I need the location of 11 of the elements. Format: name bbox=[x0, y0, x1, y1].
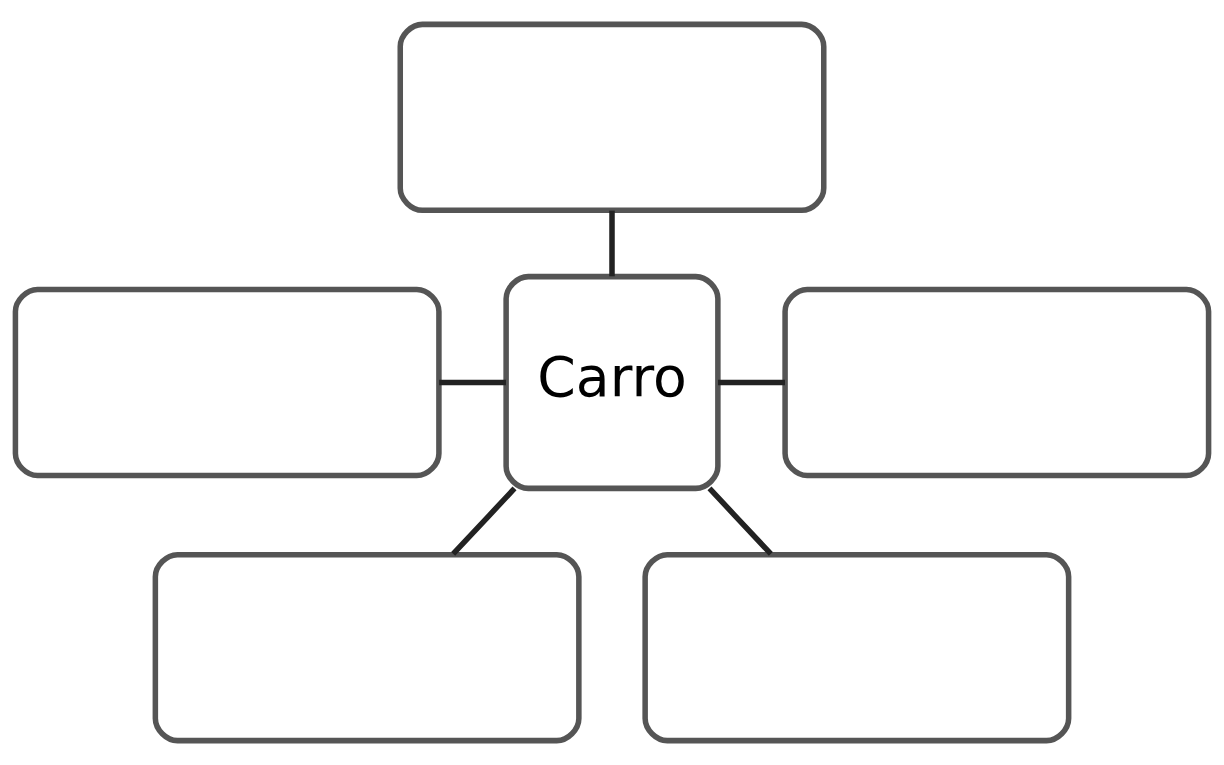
node-box bbox=[782, 286, 1212, 479]
connector bbox=[707, 486, 773, 556]
node-box: Carro bbox=[503, 273, 721, 492]
connector bbox=[439, 379, 506, 386]
connector bbox=[609, 210, 615, 277]
node-box bbox=[642, 551, 1072, 744]
node-box bbox=[12, 286, 442, 479]
connector bbox=[451, 486, 517, 556]
connector bbox=[718, 379, 785, 386]
node-box bbox=[397, 21, 827, 214]
node-box bbox=[152, 551, 582, 744]
